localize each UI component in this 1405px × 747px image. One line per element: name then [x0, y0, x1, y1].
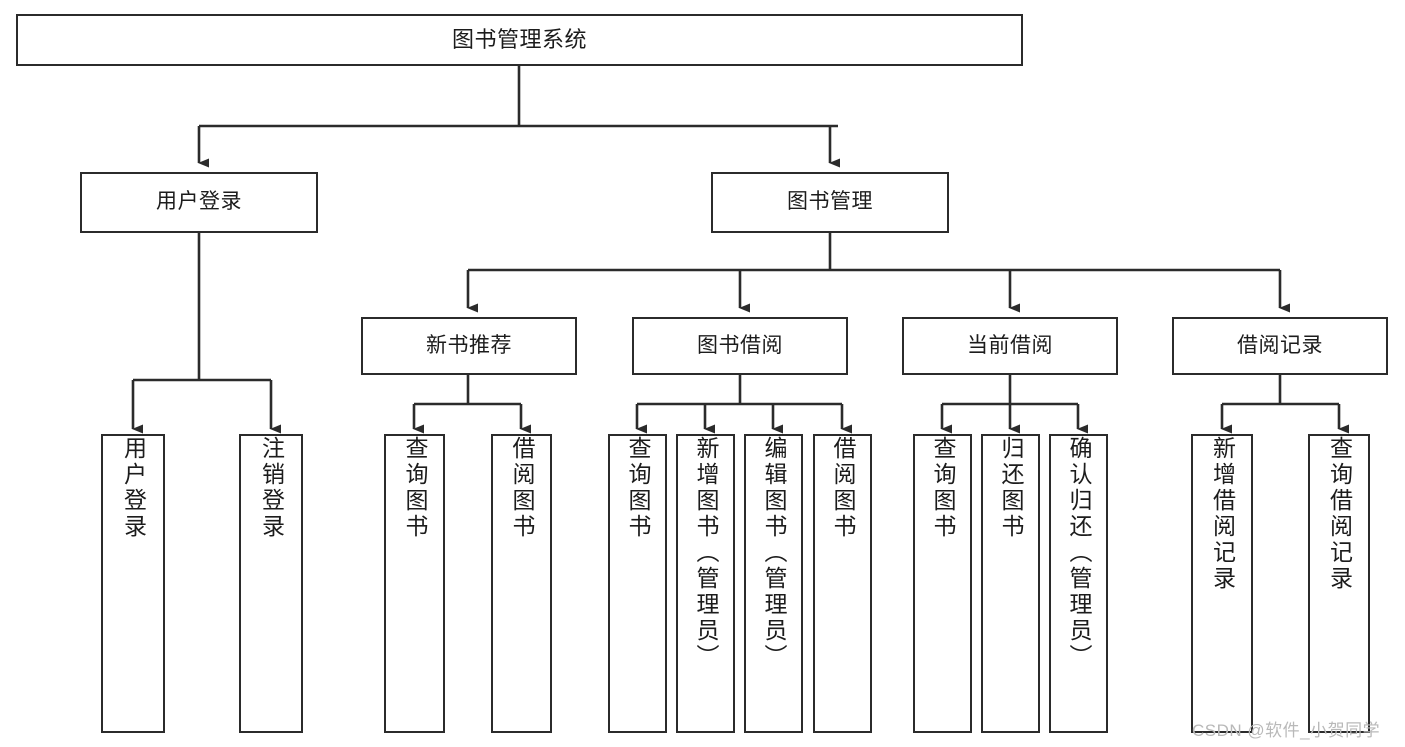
node-leaf-user-login[interactable]: 用户登录: [101, 434, 165, 733]
node-leaf-query-book-3[interactable]: 查询图书: [913, 434, 972, 733]
node-leaf-query-book-1[interactable]: 查询图书: [384, 434, 445, 733]
node-current-borrow-label: 当前借阅: [967, 333, 1053, 357]
node-leaf-query-record[interactable]: 查询借阅记录: [1308, 434, 1370, 733]
node-leaf-user-login-label: 用户登录: [120, 436, 147, 540]
node-leaf-query-book-2-label: 查询图书: [625, 436, 651, 540]
node-leaf-add-record[interactable]: 新增借阅记录: [1191, 434, 1253, 733]
node-book-manage[interactable]: 图书管理: [711, 172, 949, 233]
node-current-borrow[interactable]: 当前借阅: [902, 317, 1118, 375]
node-leaf-borrow-book-1-label: 借阅图书: [509, 436, 535, 540]
node-new-book-rec-label: 新书推荐: [426, 333, 512, 357]
node-book-borrow-label: 图书借阅: [697, 333, 783, 357]
node-root-label: 图书管理系统: [451, 27, 587, 53]
csdn-watermark: CSDN @软件_小贺同学: [1192, 721, 1381, 740]
node-leaf-borrow-book-1[interactable]: 借阅图书: [491, 434, 552, 733]
node-leaf-confirm-return[interactable]: 确认归还（管理员）: [1049, 434, 1108, 733]
node-root[interactable]: 图书管理系统: [16, 14, 1023, 66]
node-leaf-confirm-return-label: 确认归还（管理员）: [1066, 436, 1092, 670]
node-leaf-logout-label: 注销登录: [258, 436, 285, 540]
node-leaf-edit-book[interactable]: 编辑图书（管理员）: [744, 434, 803, 733]
node-leaf-logout[interactable]: 注销登录: [239, 434, 303, 733]
node-user-login-label: 用户登录: [156, 190, 242, 214]
node-leaf-query-book-2[interactable]: 查询图书: [608, 434, 667, 733]
node-new-book-rec[interactable]: 新书推荐: [361, 317, 577, 375]
node-user-login[interactable]: 用户登录: [80, 172, 318, 233]
node-borrow-record-label: 借阅记录: [1237, 333, 1323, 357]
node-leaf-return-book-label: 归还图书: [998, 436, 1024, 540]
node-leaf-return-book[interactable]: 归还图书: [981, 434, 1040, 733]
node-leaf-borrow-book-2-label: 借阅图书: [830, 436, 856, 540]
node-leaf-query-book-1-label: 查询图书: [402, 436, 428, 540]
node-leaf-add-book-label: 新增图书（管理员）: [693, 436, 719, 670]
node-book-manage-label: 图书管理: [787, 190, 873, 214]
node-leaf-query-record-label: 查询借阅记录: [1326, 436, 1353, 592]
node-leaf-edit-book-label: 编辑图书（管理员）: [761, 436, 787, 670]
node-book-borrow[interactable]: 图书借阅: [632, 317, 848, 375]
node-leaf-borrow-book-2[interactable]: 借阅图书: [813, 434, 872, 733]
node-borrow-record[interactable]: 借阅记录: [1172, 317, 1388, 375]
node-leaf-query-book-3-label: 查询图书: [930, 436, 956, 540]
node-leaf-add-book[interactable]: 新增图书（管理员）: [676, 434, 735, 733]
node-leaf-add-record-label: 新增借阅记录: [1209, 436, 1236, 592]
